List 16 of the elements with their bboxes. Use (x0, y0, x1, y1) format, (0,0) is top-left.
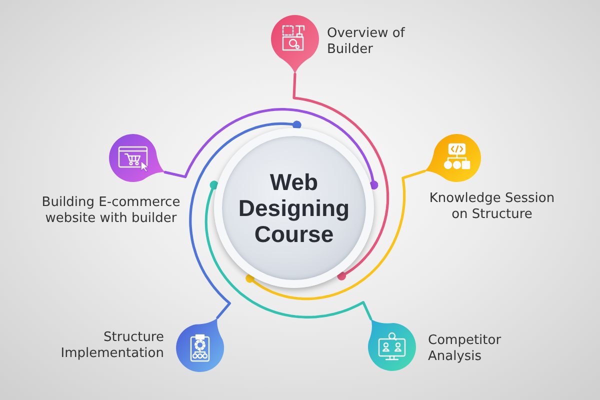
pin-marker (175, 316, 225, 373)
topic-label: Building E-commerce website with builder (40, 195, 182, 227)
connector-line (292, 72, 390, 280)
connector-line (246, 170, 426, 300)
pin-marker (108, 133, 166, 183)
connector-line (204, 180, 372, 320)
topic-label: Competitor Analysis (428, 333, 502, 365)
connector-line (189, 120, 302, 319)
pin-marker (367, 318, 417, 372)
topic-label: Overview of Builder (327, 26, 406, 58)
topic-label: Knowledge Session on Structure (428, 191, 556, 223)
topic-label: Structure Implementation (60, 330, 164, 362)
center-circle (214, 128, 374, 288)
pin-marker (270, 14, 320, 75)
pin-marker (423, 133, 482, 183)
course-title: Web Designing Course (237, 169, 351, 247)
